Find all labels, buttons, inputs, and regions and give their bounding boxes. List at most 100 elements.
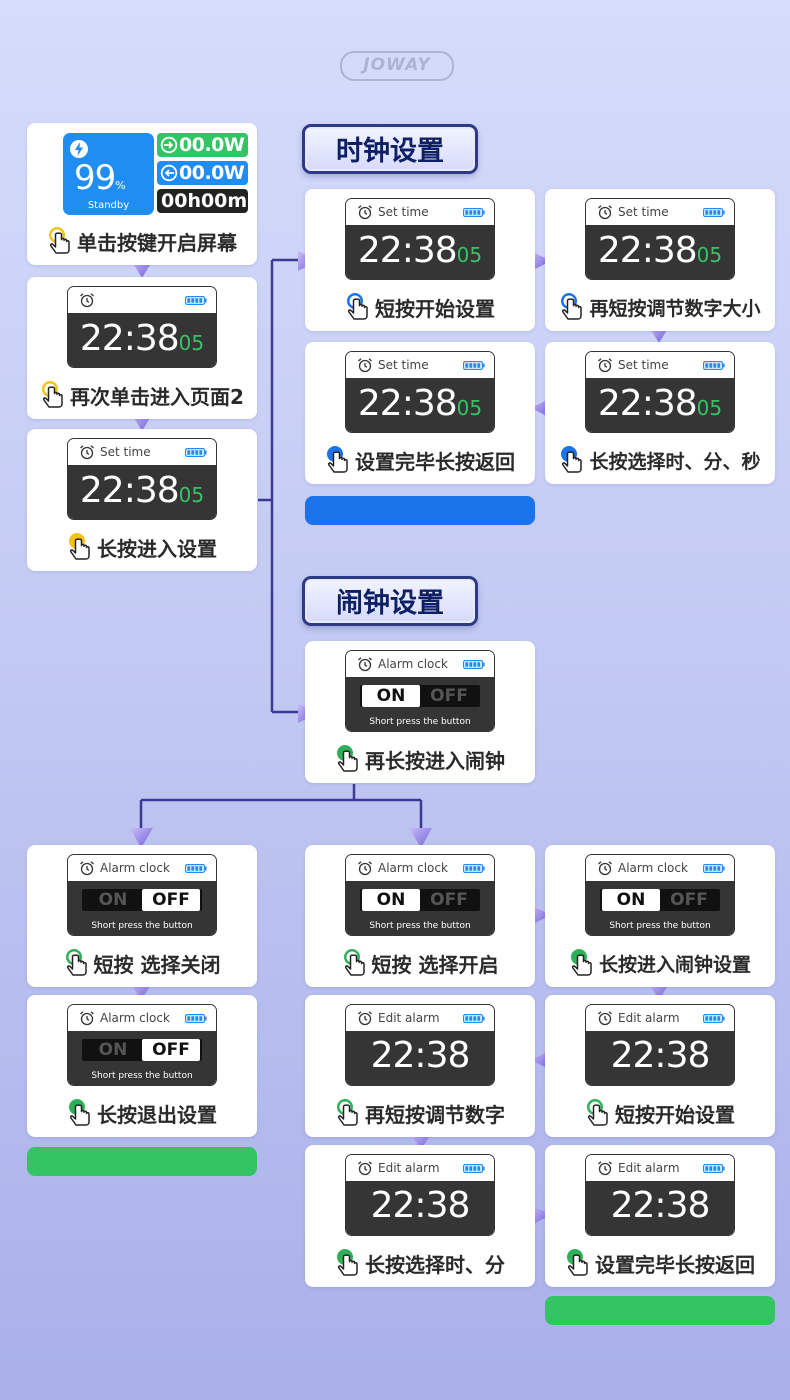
output-power-pill: 00.0W (157, 161, 248, 185)
arrow-right-icon (531, 905, 551, 925)
step-caption: 再长按进入闹钟 (365, 748, 505, 773)
battery-icon (463, 361, 485, 370)
bolt-icon (70, 140, 88, 158)
input-arrow-icon (160, 136, 178, 154)
device-screen: Set time 22:3805 (585, 198, 735, 280)
alarm-time: 22:38 (610, 1185, 711, 1226)
alarm-clock-icon (598, 205, 612, 220)
battery-icon (463, 1164, 485, 1173)
tap-hand-icon (347, 293, 368, 320)
screen-label: Set time (378, 358, 429, 372)
battery-icon (703, 1164, 725, 1173)
step-caption: 再次单击进入页面2 (70, 384, 244, 409)
alarm-clock-icon (598, 358, 612, 373)
step-caption: 长按退出设置 (97, 1102, 217, 1127)
tap-hand-icon (337, 1099, 358, 1126)
device-screen: Alarm clock ON OFF Short press the butto… (585, 854, 735, 936)
device-screen: Alarm clock ON OFF Short press the butto… (67, 1004, 217, 1086)
screen-label: Edit alarm (378, 1161, 440, 1175)
alarm-clock-icon (358, 1011, 372, 1026)
step-caption: 再短按调节数字大小 (589, 297, 761, 320)
clock-seconds: 05 (696, 396, 723, 420)
clock-time: 22:3805 (597, 230, 723, 271)
step-home-screen: 99% Standby 00.0W 00.0W 00h00m 单击按键开启屏幕 (27, 123, 257, 265)
long-press-hand-icon (567, 1249, 588, 1276)
timer-value: 00h00m (161, 190, 248, 212)
arrow-right-icon (531, 251, 551, 271)
alarm-toggle: ON OFF (82, 889, 202, 911)
step-caption: 长按选择时、分 (365, 1252, 505, 1277)
arrow-down-icon (130, 828, 153, 848)
alarm-toggle: ON OFF (82, 1039, 202, 1061)
toggle-on: ON (362, 889, 420, 911)
step-caption: 短按 选择开启 (371, 952, 499, 977)
device-screen: Edit alarm 22:38 (585, 1004, 735, 1086)
device-screen: Set time 22:3805 (345, 198, 495, 280)
device-screen: Edit alarm 22:38 (345, 1004, 495, 1086)
alarm-toggle: ON OFF (600, 889, 720, 911)
clock-seconds: 05 (696, 243, 723, 267)
alarm-on-end-bar (545, 1296, 775, 1325)
screen-label: Alarm clock (100, 1011, 170, 1025)
long-press-hand-icon (570, 949, 592, 976)
tap-hand-icon (561, 293, 583, 320)
step-caption: 长按进入闹钟设置 (598, 953, 751, 976)
short-press-hint: Short press the button (369, 921, 471, 931)
step-caption: 设置完毕长按返回 (595, 1252, 755, 1277)
timer-pill: 00h00m (157, 189, 248, 213)
screen-label: Edit alarm (618, 1161, 680, 1175)
screen-label: Set time (378, 205, 429, 219)
battery-tile: 99% Standby (63, 133, 154, 215)
step-caption: 短按开始设置 (375, 296, 495, 321)
branch-line-settings (258, 258, 300, 714)
step-caption: 长按进入设置 (97, 536, 217, 561)
tap-hand-icon (42, 381, 63, 408)
step-page2: 22:3805 再次单击进入页面2 (27, 277, 257, 419)
step-alarm-exit: Alarm clock ON OFF Short press the butto… (27, 995, 257, 1137)
step-caption: 再短按调节数字 (365, 1102, 505, 1127)
battery-icon (185, 864, 207, 873)
tap-hand-icon (65, 949, 87, 976)
toggle-on: ON (84, 889, 142, 911)
battery-icon (463, 660, 485, 669)
alarm-off-end-bar (27, 1147, 257, 1176)
short-press-hint: Short press the button (609, 921, 711, 931)
battery-icon (703, 361, 725, 370)
long-press-hand-icon (337, 1249, 358, 1276)
toggle-off: OFF (420, 685, 478, 707)
battery-icon (185, 448, 207, 457)
battery-icon (463, 864, 485, 873)
input-power-value: 00.0W (179, 134, 245, 156)
short-press-hint: Short press the button (91, 921, 193, 931)
screen-label: Set time (100, 445, 151, 459)
clock-seconds: 05 (178, 331, 205, 355)
step-enter-settings: Set time 22:3805 长按进入设置 (27, 429, 257, 571)
device-screen: Set time 22:3805 (585, 351, 735, 433)
toggle-off: OFF (420, 889, 478, 911)
toggle-off: OFF (142, 1039, 200, 1061)
clock-time: 22:3805 (357, 230, 483, 271)
step-alarm-done: Edit alarm 22:38 设置完毕长按返回 (545, 1145, 775, 1287)
alarm-clock-icon (80, 445, 94, 460)
alarm-clock-icon (80, 293, 94, 308)
alarm-clock-icon (80, 861, 94, 876)
arrow-right-icon (531, 1205, 551, 1225)
device-screen: 22:3805 (67, 286, 217, 368)
toggle-off: OFF (142, 889, 200, 911)
device-screen: Alarm clock ON OFF Short press the butto… (345, 650, 495, 732)
step-alarm-enter: Alarm clock ON OFF Short press the butto… (305, 641, 535, 783)
alarm-clock-icon (358, 1161, 372, 1176)
step-alarm-enter-settings: Alarm clock ON OFF Short press the butto… (545, 845, 775, 987)
screen-label: Alarm clock (378, 861, 448, 875)
battery-icon (703, 864, 725, 873)
clock-seconds: 05 (456, 396, 483, 420)
battery-percent: 99 (74, 158, 116, 198)
clock-seconds: 05 (178, 483, 205, 507)
battery-icon (703, 208, 725, 217)
clock-time: 22:3805 (79, 318, 205, 359)
device-screen: Edit alarm 22:38 (585, 1154, 735, 1236)
screen-label: Alarm clock (100, 861, 170, 875)
device-screen: Edit alarm 22:38 (345, 1154, 495, 1236)
step-clock-select: Set time 22:3805 长按选择时、分、秒 (545, 342, 775, 484)
alarm-clock-icon (80, 1011, 94, 1026)
